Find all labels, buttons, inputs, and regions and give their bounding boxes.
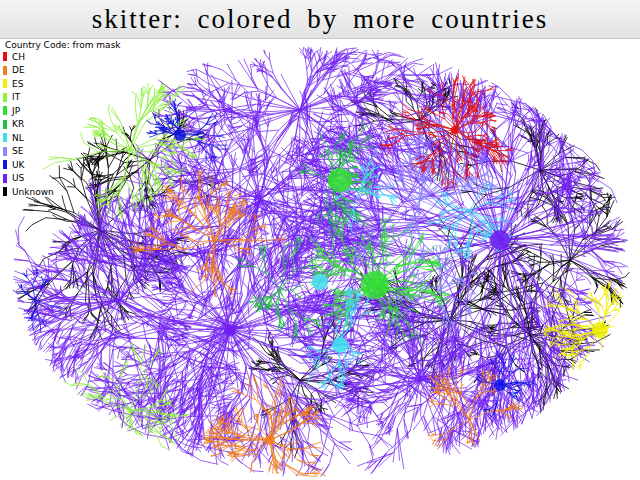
legend-swatch <box>3 160 7 169</box>
legend-heading: Country Code: from mask <box>3 40 123 50</box>
dense-cluster <box>224 324 236 336</box>
legend-row: DE <box>3 64 123 78</box>
legend-swatch <box>3 52 7 61</box>
legend-text: JP <box>10 106 22 116</box>
legend-swatch <box>3 147 7 156</box>
legend-row: CH <box>3 50 123 64</box>
legend-row: JP <box>3 104 123 118</box>
legend-row: KR <box>3 118 123 132</box>
legend-row: NL <box>3 131 123 145</box>
dense-cluster <box>328 168 352 192</box>
legend-text: US <box>10 173 26 183</box>
legend-text: IT <box>10 92 22 102</box>
legend-row: ES <box>3 77 123 91</box>
legend-text: NL <box>10 133 26 143</box>
legend-text: DE <box>10 65 27 75</box>
dense-cluster <box>361 271 389 299</box>
legend-swatch <box>3 93 7 102</box>
network-links <box>380 73 515 191</box>
dense-cluster <box>312 274 328 290</box>
title-banner: skitter: colored by more countries <box>0 0 640 39</box>
legend-row: UK <box>3 158 123 172</box>
legend-row: US <box>3 172 123 186</box>
title: skitter: colored by more countries <box>92 4 548 35</box>
dense-cluster <box>174 129 186 141</box>
dense-cluster <box>332 337 348 353</box>
legend-swatch <box>3 187 7 196</box>
network-links <box>13 99 537 419</box>
legend-text: CH <box>10 52 27 62</box>
legend-text: KR <box>10 119 26 129</box>
legend-swatch <box>3 133 7 142</box>
legend-row: Unknown <box>3 185 123 199</box>
network-links <box>306 155 515 390</box>
legend-swatch <box>3 79 7 88</box>
dense-cluster <box>451 126 459 134</box>
legend-text: UK <box>10 160 27 170</box>
legend-text: Unknown <box>10 187 56 197</box>
legend-row: IT <box>3 91 123 105</box>
network-links <box>13 47 628 477</box>
legend: Country Code: from maskCH DE ES IT JP KR NL SE U… <box>3 40 123 199</box>
dense-cluster <box>490 230 510 250</box>
network-links <box>129 169 524 476</box>
legend-text: ES <box>10 79 25 89</box>
legend-text: SE <box>10 146 25 156</box>
legend-swatch <box>3 174 7 183</box>
legend-swatch <box>3 66 7 75</box>
network-links <box>43 83 206 450</box>
network-links <box>541 280 623 371</box>
legend-swatch <box>3 120 7 129</box>
dense-cluster <box>592 322 608 338</box>
dense-cluster <box>265 435 275 445</box>
legend-row: SE <box>3 145 123 159</box>
legend-swatch <box>3 106 7 115</box>
dense-cluster <box>494 379 506 391</box>
